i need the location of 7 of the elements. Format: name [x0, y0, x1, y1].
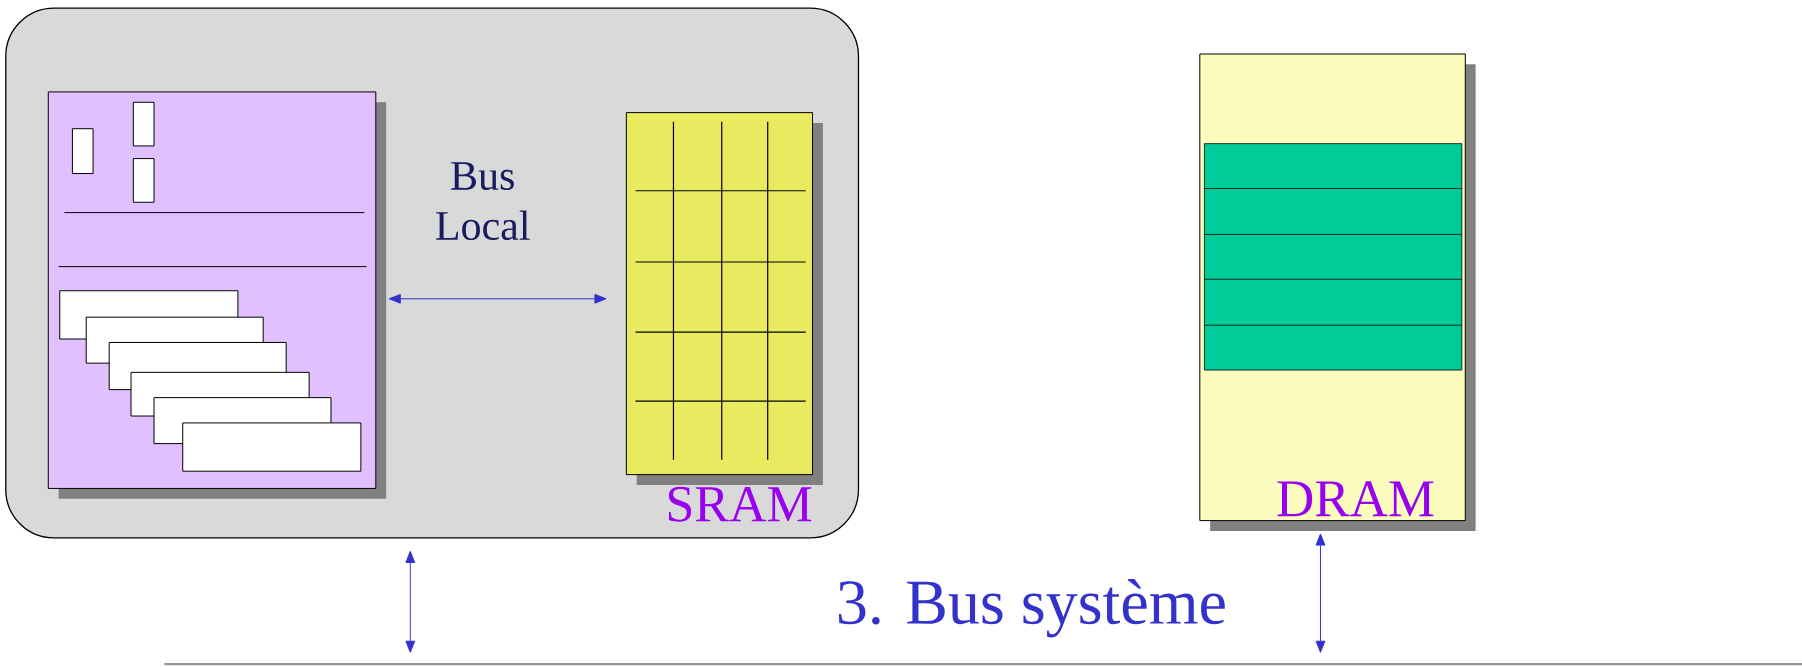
bus-line: 3. Bus système	[164, 579, 1802, 666]
edge-label: Bus Local	[411, 160, 554, 243]
arrow	[405, 551, 416, 654]
arrow	[1315, 533, 1326, 654]
memory-chip: SRAM	[625, 112, 823, 522]
arrow	[388, 294, 607, 304]
node-label: SRAM	[668, 487, 812, 522]
